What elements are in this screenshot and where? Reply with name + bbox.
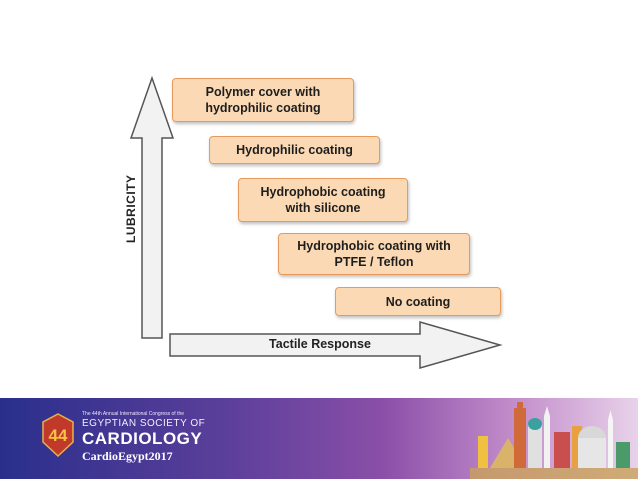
lubricity-arrow [129,75,175,339]
box-hydrophilic: Hydrophilic coating [209,136,380,164]
slide: LUBRICITY Tactile Response Polymer cover… [124,75,503,369]
tactile-response-arrow [169,321,503,369]
y-axis-label: LUBRICITY [124,174,138,244]
box-polymer-cover: Polymer cover with hydrophilic coating [172,78,354,122]
congress-line: The 44th Annual International Congress o… [82,411,185,417]
skyline-illustration [470,402,638,479]
logo-number: 44 [49,426,68,445]
box-hydrophobic-silicone: Hydrophobic coating with silicone [238,178,408,222]
x-axis-label: Tactile Response [269,337,371,351]
society-line: EGYPTIAN SOCIETY OF [82,418,206,429]
website-label: CardioEgypt2017 [82,449,173,463]
box-hydrophobic-ptfe: Hydrophobic coating with PTFE / Teflon [278,233,470,275]
congress-logo: 44 [42,413,74,458]
axes-arrows [129,75,503,369]
cardiology-title: CARDIOLOGY [82,429,203,448]
box-no-coating: No coating [335,287,501,316]
